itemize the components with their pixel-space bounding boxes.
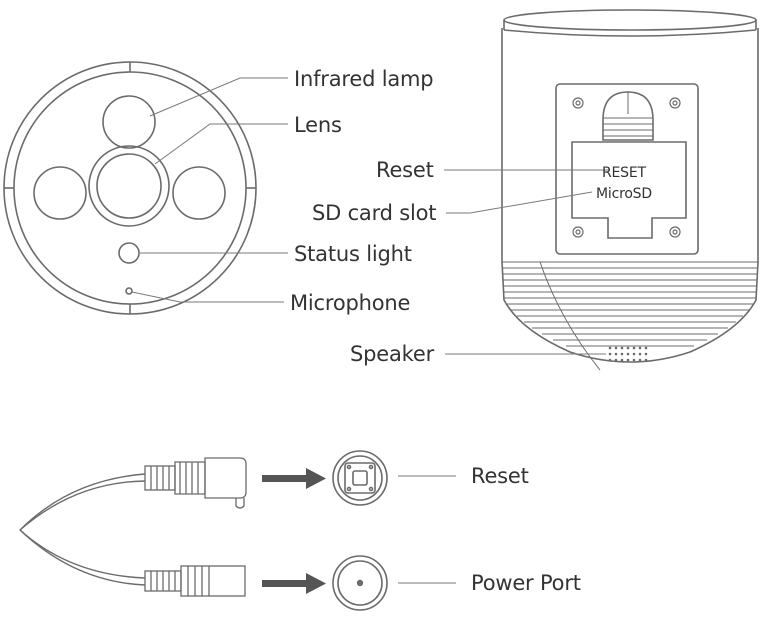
leader-infrared [149, 77, 288, 117]
front-inner-ring [13, 71, 247, 305]
back-panel-plate [555, 83, 699, 255]
panel-text-reset: RESET [602, 165, 646, 181]
speaker-holes [608, 346, 648, 362]
camera-body [501, 28, 759, 363]
reset-connector [144, 457, 247, 509]
infrared-lamp-left [33, 166, 87, 220]
power-arrow-icon [262, 573, 326, 594]
cables [19, 457, 247, 597]
power-connector [144, 565, 246, 597]
reset-port [332, 450, 388, 506]
panel-text-microsd: MicroSD [596, 186, 652, 202]
label-reset-port: Reset [471, 464, 529, 488]
reset-arrow-icon [262, 468, 326, 489]
label-sd-card-slot: SD card slot [312, 201, 437, 225]
reset-cable-wire [19, 473, 146, 531]
front-outer-ring [3, 61, 257, 315]
leader-lens [154, 123, 288, 165]
power-port [332, 555, 388, 611]
top-cap [503, 9, 757, 31]
leader-microphone [131, 291, 284, 303]
microsd-cover [571, 141, 687, 239]
label-microphone: Microphone [290, 291, 411, 315]
infrared-lamp-right [172, 166, 226, 220]
arrows [262, 468, 326, 594]
infrared-lamp-top [102, 95, 156, 149]
status-light [118, 242, 140, 264]
microphone-hole [125, 287, 133, 295]
label-lens: Lens [294, 113, 342, 137]
leader-lines [131, 77, 610, 584]
leader-sd [446, 191, 593, 214]
camera-front-view [3, 61, 257, 315]
label-reset: Reset [376, 158, 434, 182]
camera-back-view [501, 9, 759, 371]
label-status-light: Status light [294, 242, 412, 266]
label-power-port: Power Port [471, 571, 581, 595]
label-infrared-lamp: Infrared lamp [294, 67, 434, 91]
panel-top-tab [602, 91, 654, 141]
lens-outer [88, 145, 170, 227]
lens-inner [96, 153, 162, 219]
speaker-ribs [502, 261, 758, 347]
label-speaker: Speaker [350, 342, 435, 366]
panel-screws [572, 97, 681, 238]
